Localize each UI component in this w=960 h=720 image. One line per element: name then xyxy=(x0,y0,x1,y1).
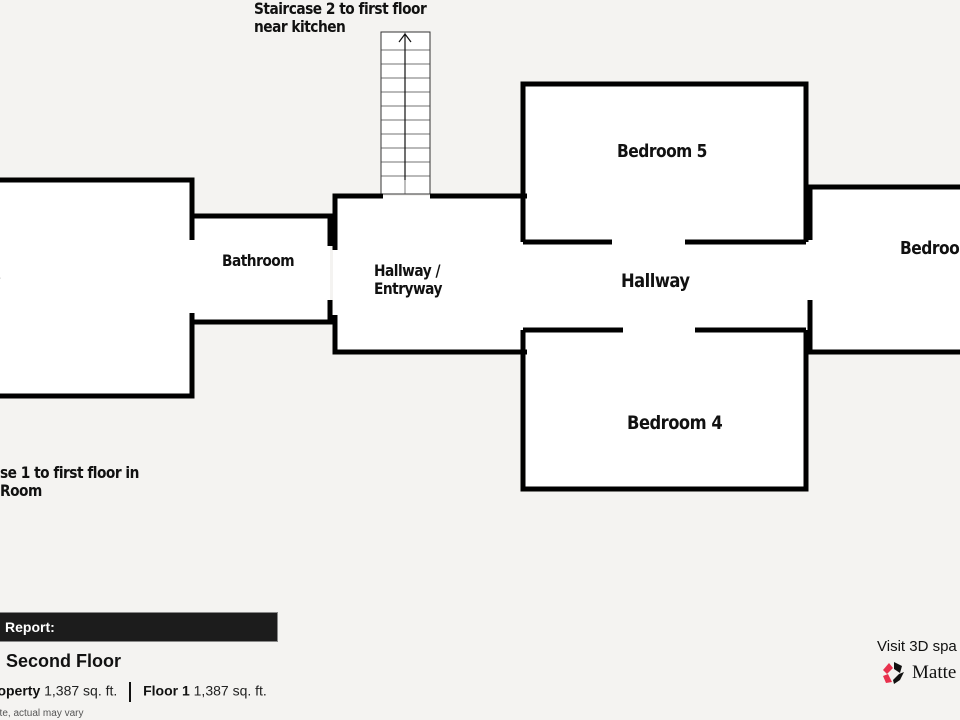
staircase1-annotation: se 1 to first floor in Room xyxy=(0,464,139,500)
room-label-bedroom5: Bedroom 5 xyxy=(617,141,707,162)
hallway-entryway-text: Hallway / Entryway xyxy=(374,261,442,298)
staircase1-line1: se 1 to first floor in xyxy=(0,463,139,482)
room-label-bathroom: Bathroom xyxy=(222,251,295,270)
floor-label: Floor 1 xyxy=(143,682,190,699)
staircase2-annotation: Staircase 2 to first floor near kitchen xyxy=(254,0,427,36)
brand-name: Matte xyxy=(912,662,957,683)
floor-area: 1,387 sq. ft. xyxy=(193,682,267,699)
floor-title: Second Floor xyxy=(6,651,122,671)
bedroom5-floor xyxy=(521,84,806,242)
hallway-entryway-floor xyxy=(333,196,527,352)
divider xyxy=(129,682,132,702)
visit-3d-link[interactable]: Visit 3D spa xyxy=(877,638,957,655)
room-label-bedroom-right: Bedroo xyxy=(900,238,960,259)
matterport-logo-icon xyxy=(883,662,904,684)
staircase2-line1: Staircase 2 to first floor xyxy=(254,0,427,18)
stair-arrow-icon xyxy=(398,33,412,180)
bathroom-floor xyxy=(192,216,330,322)
staircase1-line2: Room xyxy=(0,481,42,500)
room-label-hallway: Hallway xyxy=(621,270,690,292)
walls xyxy=(0,81,960,492)
report-label: Report: xyxy=(5,619,55,635)
left-room xyxy=(0,180,192,396)
room-label-hallway-entryway: Hallway / Entryway xyxy=(374,262,451,298)
hallway-floor xyxy=(525,240,810,332)
room-label-bedroom4: Bedroom 4 xyxy=(627,412,723,434)
matterport-brand[interactable]: Matte xyxy=(880,660,956,686)
bedroom-right-floor xyxy=(808,187,960,352)
report-header-bar: Report: xyxy=(0,612,278,642)
staircase2-line2: near kitchen xyxy=(254,17,346,36)
property-area: 1,387 sq. ft. xyxy=(44,682,118,699)
disclaimer: ate, actual may vary xyxy=(0,708,84,719)
bedroom4-floor xyxy=(521,330,806,489)
